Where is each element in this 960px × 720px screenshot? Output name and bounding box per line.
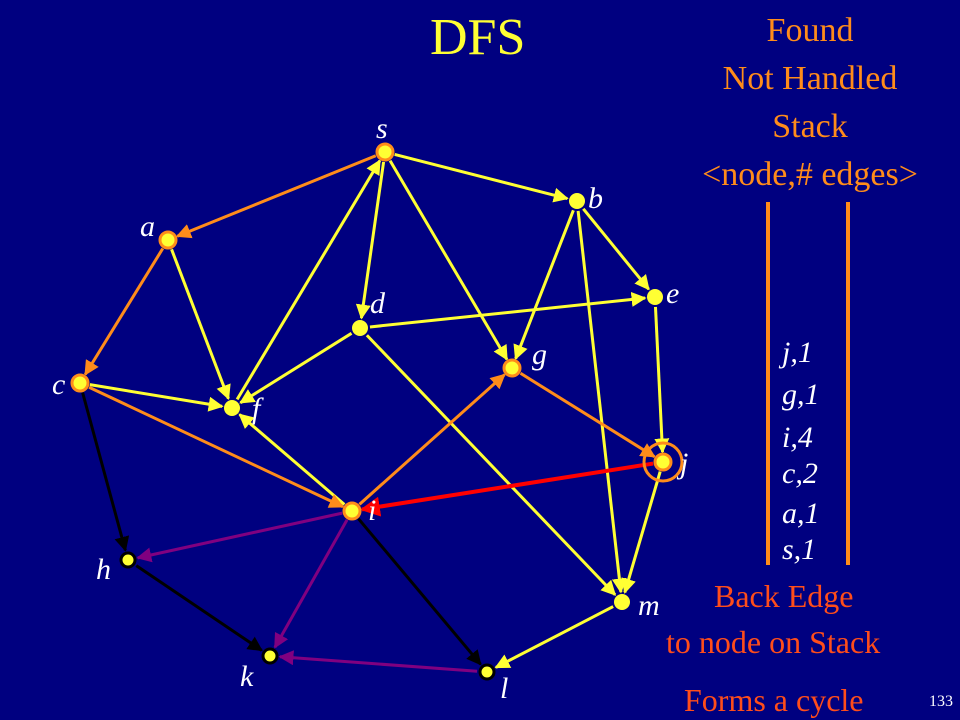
edge-c-f: [89, 383, 224, 412]
node-e: [647, 289, 663, 305]
stack-entry: s,1: [782, 533, 817, 566]
stack-entry: g,1: [782, 378, 820, 411]
node-d: [352, 320, 368, 336]
node-m: [614, 594, 630, 610]
node-label-e: e: [666, 277, 680, 310]
edge-d-e: [369, 291, 647, 329]
legend-format: <node,# edges>: [702, 156, 918, 193]
node-j: [642, 441, 684, 483]
note-forms-cycle: Forms a cycle: [684, 682, 864, 718]
edge-a-c: [83, 247, 165, 376]
node-label-g: g: [532, 338, 547, 371]
legend-found: Found: [766, 12, 854, 49]
node-c: [70, 373, 90, 393]
edge-d-f: [239, 332, 353, 404]
note-to-node-on-stack: to node on Stack: [666, 624, 881, 660]
edge-h-k: [135, 564, 263, 652]
edge-e-j: [653, 306, 670, 454]
edge-s-a: [175, 154, 377, 239]
node-label-i: i: [368, 494, 377, 527]
edge-i-g: [358, 373, 506, 506]
node-s: [375, 142, 395, 162]
stack-entry: j,1: [782, 336, 813, 369]
edge-b-m: [576, 210, 627, 594]
stack-entry: a,1: [782, 497, 820, 530]
slide-title: DFS: [430, 9, 526, 66]
node-h: [119, 551, 137, 569]
node-g: [502, 358, 522, 378]
node-label-c: c: [52, 368, 66, 401]
legend-not-handled: Not Handled: [722, 60, 898, 97]
page-number: 133: [929, 693, 953, 710]
edge-s-g: [388, 159, 509, 361]
edge-a-f: [170, 248, 231, 401]
edge-j-i: [359, 461, 654, 517]
node-label-m: m: [638, 589, 660, 622]
node-a: [158, 230, 178, 250]
node-label-s: s: [376, 112, 388, 145]
edge-m-l: [494, 605, 614, 669]
edge-i-h: [136, 511, 343, 563]
stack-entry: c,2: [782, 457, 818, 490]
edge-l-k: [278, 650, 478, 673]
legend-stack: Stack: [772, 108, 848, 145]
note-back-edge: Back Edge: [714, 578, 854, 614]
node-f: [224, 400, 240, 416]
node-b: [569, 193, 585, 209]
node-label-b: b: [588, 182, 603, 215]
edge-c-h: [81, 392, 130, 552]
node-k: [261, 647, 279, 665]
node-label-f: f: [252, 392, 261, 425]
edge-j-m: [621, 471, 662, 594]
node-label-k: k: [240, 660, 254, 693]
edge-b-g: [513, 209, 575, 361]
edge-g-j: [519, 372, 656, 458]
node-label-h: h: [96, 553, 111, 586]
node-label-a: a: [140, 210, 155, 243]
edge-d-m: [365, 334, 617, 596]
node-l: [478, 663, 496, 681]
edge-i-l: [357, 517, 482, 666]
edge-s-d: [355, 161, 386, 320]
stack-entry: i,4: [782, 421, 813, 454]
edge-f-s: [235, 159, 382, 401]
node-label-j: j: [680, 447, 689, 480]
edge-i-f: [238, 413, 346, 506]
node-label-d: d: [370, 287, 385, 320]
edge-c-i: [88, 385, 345, 509]
node-label-l: l: [500, 672, 509, 705]
edge-i-k: [273, 518, 349, 649]
edge-b-e: [582, 207, 650, 291]
edge-s-b: [394, 153, 569, 203]
node-i: [342, 501, 362, 521]
